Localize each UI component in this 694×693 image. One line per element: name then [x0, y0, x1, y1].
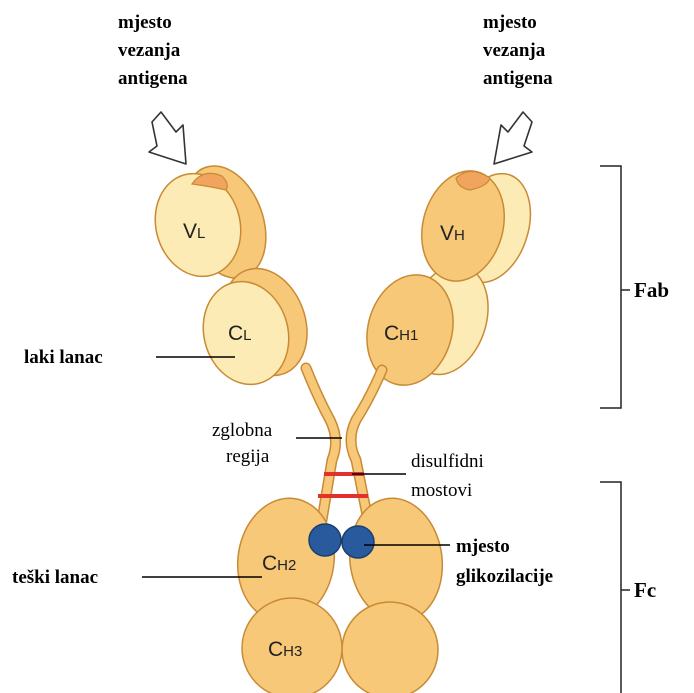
fab-label: Fab [634, 278, 669, 302]
left-fab-arm [144, 155, 321, 395]
disulfide-bond-2 [318, 494, 368, 498]
arrow-left-icon [149, 112, 186, 164]
disulfide-label: disulfidni mostovi [411, 451, 489, 501]
glycan-right-icon [342, 526, 374, 558]
antigen-site-label-left: mjesto vezanja antigena [118, 12, 188, 89]
glycosylation-label: mjesto glikozilacije [456, 536, 553, 587]
right-ch3-domain [342, 602, 438, 693]
hinge-label: zglobna regija [212, 420, 277, 467]
antigen-site-label-right: mjesto vezanja antigena [483, 12, 553, 89]
fc-bracket [600, 482, 630, 693]
light-chain-label: laki lanac [24, 347, 103, 368]
right-fab-arm [355, 162, 544, 395]
heavy-chain-label: teški lanac [12, 567, 98, 588]
arrow-right-icon [494, 112, 532, 164]
fc-region [230, 492, 450, 693]
glycan-left-icon [309, 524, 341, 556]
fab-bracket [600, 166, 630, 408]
fc-label: Fc [634, 578, 656, 602]
